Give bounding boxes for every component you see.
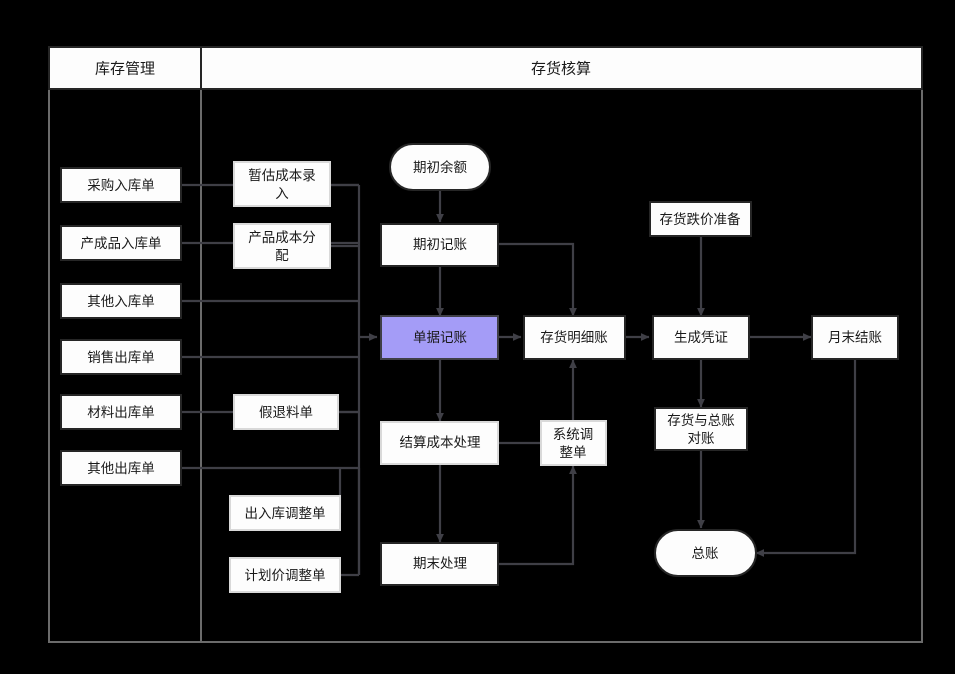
node-opening-posting[interactable]: 期初记账 xyxy=(380,223,499,267)
node-opening-balance[interactable]: 期初余额 xyxy=(389,143,491,191)
header-right-box xyxy=(200,46,923,90)
edge-opening-posting-to-inventory-ledger xyxy=(498,242,577,317)
node-cost-settlement-label: 结算成本处理 xyxy=(400,435,481,451)
node-inventory-gl-reconcile[interactable]: 存货与总账 对账 xyxy=(654,407,748,451)
node-in-out-adjustment-label: 出入库调整单 xyxy=(245,506,326,522)
node-in-out-adjustment[interactable]: 出入库调整单 xyxy=(229,495,341,531)
node-cost-settlement[interactable]: 结算成本处理 xyxy=(380,421,499,465)
node-opening-posting-label: 期初记账 xyxy=(413,236,467,253)
node-month-end-closing-label: 月末结账 xyxy=(828,330,882,346)
node-system-adjustment[interactable]: 系统调 整单 xyxy=(540,420,607,466)
node-purchase-receipt[interactable]: 采购入库单 xyxy=(60,167,182,203)
node-other-receipt[interactable]: 其他入库单 xyxy=(60,283,182,319)
node-purchase-receipt-label: 采购入库单 xyxy=(87,178,155,194)
node-inventory-impairment-label: 存货跌价准备 xyxy=(660,211,741,228)
node-other-issue[interactable]: 其他出库单 xyxy=(60,450,182,486)
node-month-end-closing[interactable]: 月末结账 xyxy=(811,315,899,360)
node-false-material-return[interactable]: 假退料单 xyxy=(233,394,339,430)
node-sales-issue[interactable]: 销售出库单 xyxy=(60,339,182,375)
node-estimated-cost-entry[interactable]: 暂估成本录 入 xyxy=(233,161,331,207)
header-left-label: 库存管理 xyxy=(95,60,155,78)
node-product-cost-allocation-label-line1: 产品成本分 xyxy=(248,230,316,246)
node-generate-voucher-label: 生成凭证 xyxy=(674,330,728,346)
node-other-receipt-label: 其他入库单 xyxy=(87,294,155,310)
node-inventory-ledger-label: 存货明细账 xyxy=(540,329,608,346)
node-period-end[interactable]: 期末处理 xyxy=(380,542,499,586)
node-system-adjustment-label-line2: 整单 xyxy=(560,445,587,461)
node-material-issue[interactable]: 材料出库单 xyxy=(60,394,182,430)
node-inventory-gl-reconcile-label-line1: 存货与总账 xyxy=(667,412,735,429)
node-estimated-cost-entry-label-line2: 入 xyxy=(275,186,289,202)
node-general-ledger-label: 总账 xyxy=(692,546,720,562)
node-general-ledger[interactable]: 总账 xyxy=(654,529,757,577)
node-sales-issue-label: 销售出库单 xyxy=(87,350,155,366)
node-document-posting[interactable]: 单据记账 xyxy=(380,315,499,360)
node-material-issue-label: 材料出库单 xyxy=(87,405,155,421)
node-inventory-ledger[interactable]: 存货明细账 xyxy=(523,315,626,360)
node-finished-goods-receipt-label: 产成品入库单 xyxy=(81,236,162,252)
node-system-adjustment-label-line1: 系统调 xyxy=(553,427,594,443)
node-estimated-cost-entry-label-line1: 暂估成本录 xyxy=(248,168,316,184)
node-opening-balance-label: 期初余额 xyxy=(413,159,467,176)
node-document-posting-label: 单据记账 xyxy=(413,330,467,346)
node-product-cost-allocation-label-line2: 配 xyxy=(275,248,289,264)
node-planned-price-adjustment-label: 计划价调整单 xyxy=(245,568,326,584)
header-right-label: 存货核算 xyxy=(531,60,591,78)
node-product-cost-allocation[interactable]: 产品成本分 配 xyxy=(233,223,331,269)
node-finished-goods-receipt[interactable]: 产成品入库单 xyxy=(60,225,182,261)
node-other-issue-label: 其他出库单 xyxy=(87,461,155,477)
node-period-end-label: 期末处理 xyxy=(413,556,467,572)
edge-month-end-to-general-ledger xyxy=(755,360,857,557)
edge-period-end-to-system-adjustment xyxy=(498,465,577,566)
node-planned-price-adjustment[interactable]: 计划价调整单 xyxy=(229,557,341,593)
node-false-material-return-label: 假退料单 xyxy=(259,405,313,421)
node-generate-voucher[interactable]: 生成凭证 xyxy=(652,315,750,360)
node-inventory-impairment[interactable]: 存货跌价准备 xyxy=(649,201,752,237)
node-inventory-gl-reconcile-label-line2: 对账 xyxy=(688,431,716,447)
header-left-box xyxy=(48,46,202,90)
